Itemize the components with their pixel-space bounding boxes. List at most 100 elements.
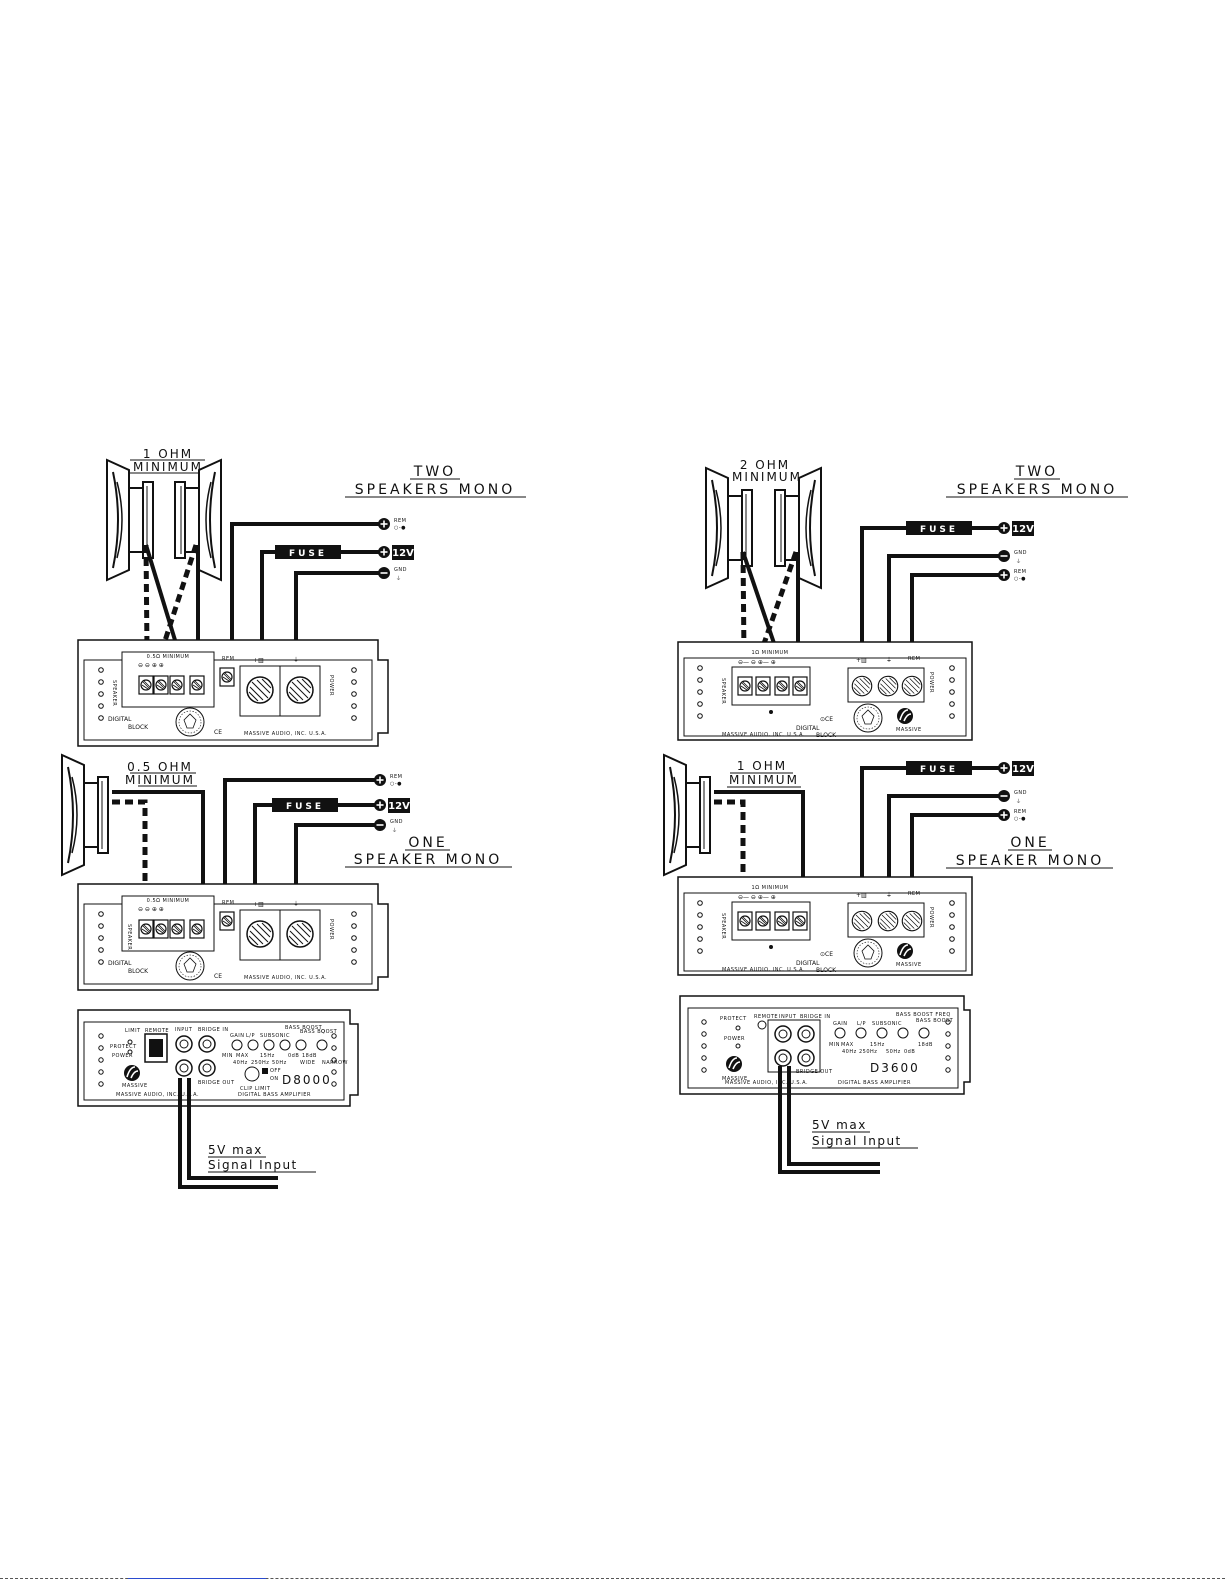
left-d8000-input-section: LIMIT PROTECT POWER MASSIVE REMOTE INPUT… [77,1009,359,1189]
svg-text:1Ω MINIMUM: 1Ω MINIMUM [752,650,789,656]
amplifier-d8000-top-a: 0.5Ω MINIMUM ⊖ ⊖ ⊕ ⊕ SPEAKER REM +▥ ⏚ PO… [77,639,389,747]
svg-text:REM: REM [1014,809,1026,815]
svg-text:+▥: +▥ [856,892,867,899]
svg-text:INPUT: INPUT [175,1027,193,1033]
svg-text:1Ω MINIMUM: 1Ω MINIMUM [752,885,789,891]
svg-text:SPEAKER: SPEAKER [720,678,726,704]
fuse-icon [275,545,341,559]
ohm-rating-label-2: MINIMUM [125,773,195,787]
svg-text:BLOCK: BLOCK [816,967,837,974]
svg-text:WIDE: WIDE [300,1060,315,1066]
svg-text:⏚: ⏚ [1016,558,1022,565]
svg-text:15Hz: 15Hz [260,1053,275,1059]
svg-text:⊙CE: ⊙CE [820,951,833,958]
right-one-speaker-section: 1 OHM MINIMUM ONE SPEAKER MONO FUSE 12V … [663,754,1113,976]
svg-text:18dB: 18dB [918,1042,933,1048]
svg-text:GND: GND [394,567,407,573]
svg-text:BRIDGE OUT: BRIDGE OUT [198,1080,235,1086]
svg-text:○‑●: ○‑● [1014,576,1026,582]
svg-text:L/P: L/P [246,1033,255,1039]
svg-text:REMOTE: REMOTE [754,1014,778,1020]
svg-text:POWER: POWER [328,919,334,940]
svg-text:FUSE: FUSE [920,525,958,535]
svg-text:BRIDGE OUT: BRIDGE OUT [796,1069,833,1075]
svg-text:POWER: POWER [112,1053,133,1059]
amplifier-d3600-top-a: 1Ω MINIMUM ⊖— ⊖ ⊕— ⊕ SPEAKER +▥ ⏚ REM PO… [677,641,973,741]
svg-text:POWER: POWER [928,672,934,693]
svg-text:REM: REM [1014,569,1026,575]
section-title: TWO [1015,464,1058,480]
battery-icon [1012,761,1034,776]
svg-text:REM: REM [908,891,920,897]
signal-voltage-label: 5V max [812,1118,867,1132]
remote-terminal-icon [377,517,391,531]
svg-text:SPEAKER: SPEAKER [720,913,726,939]
fuse-icon [272,798,338,812]
footer-link[interactable] [128,1578,266,1579]
svg-text:BASS BOOST: BASS BOOST [300,1029,338,1035]
svg-text:MASSIVE AUDIO, INC. U.S.A.: MASSIVE AUDIO, INC. U.S.A. [722,732,805,738]
svg-text:12V: 12V [1012,524,1034,535]
svg-text:SPEAKER: SPEAKER [111,680,117,706]
model-label: D8000 [282,1073,332,1087]
svg-text:DIGITAL: DIGITAL [796,960,820,967]
svg-text:MASSIVE AUDIO, INC. U.S.A.: MASSIVE AUDIO, INC. U.S.A. [116,1092,199,1098]
svg-text:GND: GND [1014,550,1027,556]
svg-text:MASSIVE AUDIO, INC. U.S.A.: MASSIVE AUDIO, INC. U.S.A. [244,731,327,737]
svg-text:POWER: POWER [724,1036,745,1042]
section-title: TWO [413,464,456,480]
section-subtitle: SPEAKER MONO [956,853,1105,869]
section-title: ONE [408,835,447,851]
svg-text:REM: REM [390,774,402,780]
speaker-icon [663,754,711,876]
ohm-rating-label: 1 OHM [143,447,193,461]
svg-text:MIN: MIN [829,1042,840,1048]
svg-text:REM: REM [222,900,234,906]
battery-positive-icon [373,798,387,812]
svg-text:50Hz: 50Hz [272,1060,287,1066]
ohm-rating-label-2: MINIMUM [729,773,799,787]
right-d3600-input-section: PROTECT POWER MASSIVE REMOTE INPUT BRIDG… [679,995,971,1174]
ground-terminal-icon [373,818,387,832]
svg-text:FUSE: FUSE [289,549,327,559]
svg-text:⊖ ⊖ ⊕ ⊕: ⊖ ⊖ ⊕ ⊕ [138,906,164,913]
signal-input-label: Signal Input [812,1134,902,1148]
svg-text:MIN: MIN [222,1053,233,1059]
svg-text:SUBSONIC: SUBSONIC [872,1021,902,1027]
svg-text:⏚: ⏚ [886,892,892,899]
ohm-rating-label-2: MINIMUM [133,460,203,474]
section-subtitle: SPEAKER MONO [354,852,503,868]
svg-text:12V: 12V [388,801,410,812]
svg-text:○‑●: ○‑● [390,781,402,787]
svg-text:REM: REM [222,656,234,662]
svg-text:BLOCK: BLOCK [816,732,837,739]
svg-text:CE: CE [214,729,222,736]
svg-text:NARROW: NARROW [322,1060,348,1066]
battery-icon [388,798,410,813]
svg-text:○‑●: ○‑● [394,525,406,531]
section-title: ONE [1010,835,1049,851]
svg-text:⏚: ⏚ [396,575,402,582]
svg-text:12V: 12V [392,548,414,559]
svg-text:+▥: +▥ [253,901,264,908]
battery-icon [1012,521,1034,536]
amplifier-d8000-top-b: 0.5Ω MINIMUM ⊖ ⊖ ⊕ ⊕ SPEAKER REM +▥ ⏚ PO… [77,883,389,991]
signal-voltage-label: 5V max [208,1143,263,1157]
svg-text:SPEAKER: SPEAKER [126,924,132,950]
svg-text:BLOCK: BLOCK [128,724,149,731]
remote-terminal-icon [373,773,387,787]
svg-text:18dB: 18dB [302,1053,317,1059]
svg-text:BLOCK: BLOCK [128,968,149,975]
remote-terminal-icon [997,808,1011,822]
svg-text:FUSE: FUSE [920,765,958,775]
svg-text:250Hz: 250Hz [251,1060,269,1066]
svg-text:LIMIT: LIMIT [125,1028,141,1034]
svg-text:BASS BOOST: BASS BOOST [285,1025,323,1031]
fuse-icon [906,761,972,775]
amplifier-d3600-top-b: 1Ω MINIMUM ⊖— ⊖ ⊕— ⊕ SPEAKER +▥ ⏚ REM PO… [677,876,973,976]
right-two-speakers-section: 2 OHM MINIMUM TWO SPEAKERS MONO FUSE 12V… [677,458,1128,741]
svg-text:⏚: ⏚ [293,657,299,664]
svg-text:REM: REM [908,656,920,662]
svg-text:⊙CE: ⊙CE [820,716,833,723]
svg-text:⊖— ⊖ ⊕— ⊕: ⊖— ⊖ ⊕— ⊕ [738,659,776,666]
